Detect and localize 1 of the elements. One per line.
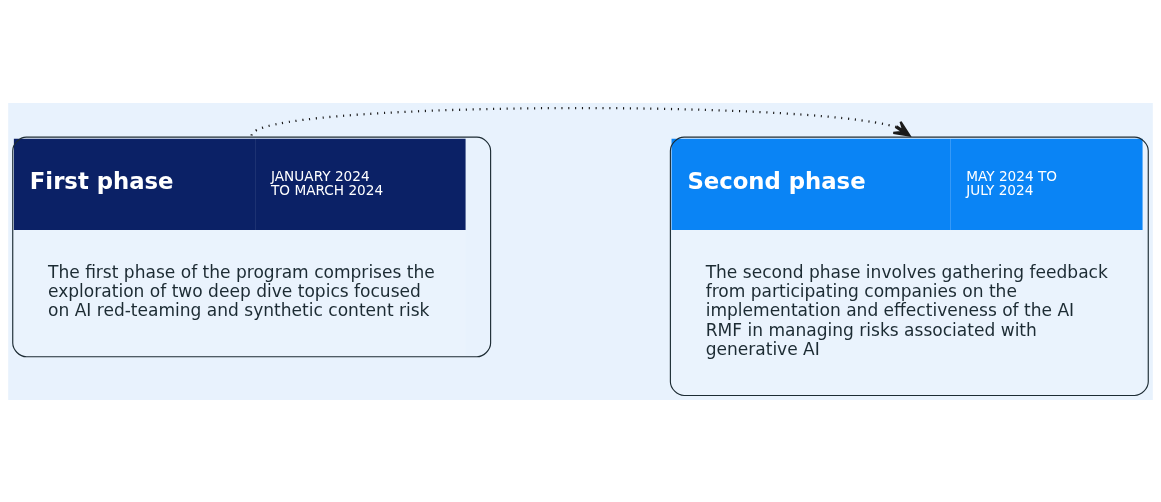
arrow xyxy=(251,106,911,137)
